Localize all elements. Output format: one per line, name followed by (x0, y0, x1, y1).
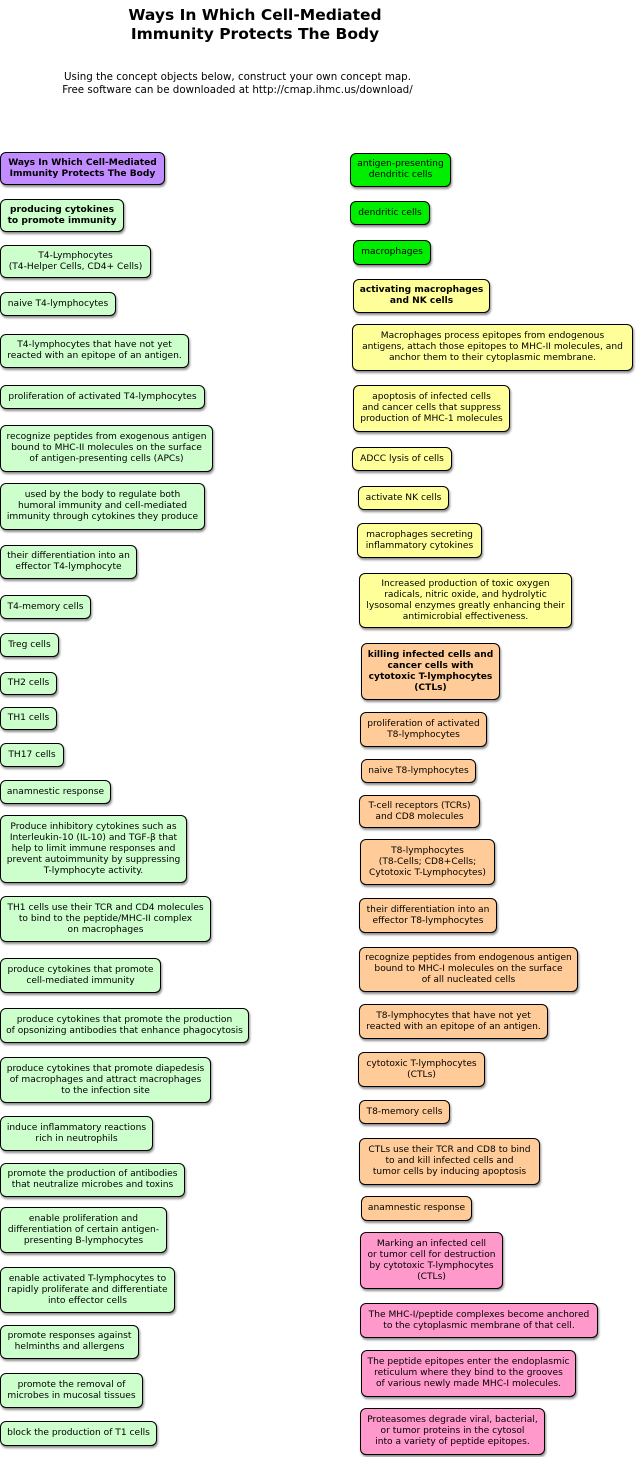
concept-macrophages-process-epitopes[interactable]: Macrophages process epitopes from endoge… (352, 324, 633, 371)
concept-differentiation-t8[interactable]: their differentiation into an effector T… (359, 898, 497, 933)
concept-t8-lymphocytes[interactable]: T8-lymphocytes (T8-Cells; CD8+Cells; Cyt… (360, 839, 495, 885)
concept-activate-nk[interactable]: activate NK cells (358, 486, 449, 510)
concept-inflammatory-neutrophils[interactable]: induce inflammatory reactions rich in ne… (0, 1116, 153, 1151)
concept-th1-tcr-cd4[interactable]: TH1 cells use their TCR and CD4 molecule… (0, 896, 211, 942)
instructions-text: Using the concept objects below, constru… (62, 71, 413, 96)
concept-treg[interactable]: Treg cells (0, 633, 59, 657)
concept-apoptosis-infected[interactable]: apoptosis of infected cells and cancer c… (353, 385, 510, 432)
concept-opsonizing-antibodies[interactable]: produce cytokines that promote the produ… (0, 1008, 249, 1043)
concept-diapedesis[interactable]: produce cytokines that promote diapedesi… (0, 1057, 211, 1103)
concept-activating-macrophages[interactable]: activating macrophages and NK cells (353, 279, 490, 313)
concept-neutralizing-antibodies[interactable]: promote the production of antibodies tha… (0, 1163, 185, 1197)
concept-main-topic[interactable]: Ways In Which Cell-Mediated Immunity Pro… (0, 152, 165, 185)
concept-activated-t-lymphocytes[interactable]: enable activated T-lymphocytes to rapidl… (0, 1267, 175, 1313)
concept-t4-not-reacted[interactable]: T4-lymphocytes that have not yet reacted… (0, 334, 189, 368)
concept-b-lymphocytes[interactable]: enable proliferation and differentiation… (0, 1207, 167, 1253)
concept-naive-t4[interactable]: naive T4-lymphocytes (0, 292, 116, 316)
concept-killing-ctls[interactable]: killing infected cells and cancer cells … (361, 643, 500, 700)
concept-th2[interactable]: TH2 cells (0, 672, 57, 695)
concept-marking-infected-cell[interactable]: Marking an infected cell or tumor cell f… (360, 1232, 503, 1289)
concept-ctls-kill[interactable]: CTLs use their TCR and CD8 to bind to an… (359, 1138, 540, 1185)
concept-th17[interactable]: TH17 cells (0, 743, 64, 767)
concept-naive-t8[interactable]: naive T8-lymphocytes (361, 759, 476, 783)
concept-dendritic-cells[interactable]: dendritic cells (350, 201, 430, 225)
concept-tcr-cd8[interactable]: T-cell receptors (TCRs) and CD8 molecule… (359, 795, 480, 828)
concept-mhc-anchored[interactable]: The MHC-I/peptide complexes become ancho… (360, 1303, 598, 1338)
concept-t4-memory[interactable]: T4-memory cells (0, 595, 91, 619)
concept-recognize-endogenous[interactable]: recognize peptides from endogenous antig… (359, 947, 578, 992)
concept-anamnestic-right[interactable]: anamnestic response (361, 1196, 472, 1221)
concept-differentiation-t4[interactable]: their differentiation into an effector T… (0, 545, 137, 579)
concept-anamnestic-left[interactable]: anamnestic response (0, 780, 111, 804)
concept-t8-not-reacted[interactable]: T8-lymphocytes that have not yet reacted… (359, 1004, 548, 1039)
concept-t4-lymphocytes[interactable]: T4-Lymphocytes (T4-Helper Cells, CD4+ Ce… (0, 245, 151, 278)
concept-recognize-exogenous[interactable]: recognize peptides from exogenous antige… (0, 425, 213, 472)
concept-proliferation-t4[interactable]: proliferation of activated T4-lymphocyte… (0, 385, 205, 409)
concept-t8-memory[interactable]: T8-memory cells (359, 1100, 450, 1124)
concept-producing-cytokines[interactable]: producing cytokines to promote immunity (0, 199, 124, 232)
page-title: Ways In Which Cell-Mediated Immunity Pro… (128, 6, 382, 43)
concept-th1[interactable]: TH1 cells (0, 707, 57, 730)
concept-helminths-allergens[interactable]: promote responses against helminths and … (0, 1325, 139, 1359)
concept-proteasomes[interactable]: Proteasomes degrade viral, bacterial, or… (360, 1408, 545, 1455)
concept-macrophages[interactable]: macrophages (353, 240, 431, 265)
concept-cytokines-cell-mediated[interactable]: produce cytokines that promote cell-medi… (0, 958, 161, 993)
concept-adcc-lysis[interactable]: ADCC lysis of cells (352, 447, 452, 471)
concept-ctls[interactable]: cytotoxic T-lymphocytes (CTLs) (358, 1052, 485, 1087)
concept-macrophages-secreting[interactable]: macrophages secreting inflammatory cytok… (357, 523, 482, 558)
concept-mucosal-microbes[interactable]: promote the removal of microbes in mucos… (0, 1373, 143, 1408)
concept-endoplasmic-reticulum[interactable]: The peptide epitopes enter the endoplasm… (361, 1350, 576, 1397)
concept-inhibitory-cytokines[interactable]: Produce inhibitory cytokines such as Int… (0, 815, 187, 883)
concept-toxic-oxygen[interactable]: Increased production of toxic oxygen rad… (359, 573, 572, 628)
concept-block-t1[interactable]: block the production of T1 cells (0, 1421, 157, 1446)
concept-regulate-immunity[interactable]: used by the body to regulate both humora… (0, 483, 205, 530)
concept-proliferation-t8[interactable]: proliferation of activated T8-lymphocyte… (360, 712, 487, 747)
concept-apc-dendritic[interactable]: antigen-presenting dendritic cells (350, 153, 451, 187)
